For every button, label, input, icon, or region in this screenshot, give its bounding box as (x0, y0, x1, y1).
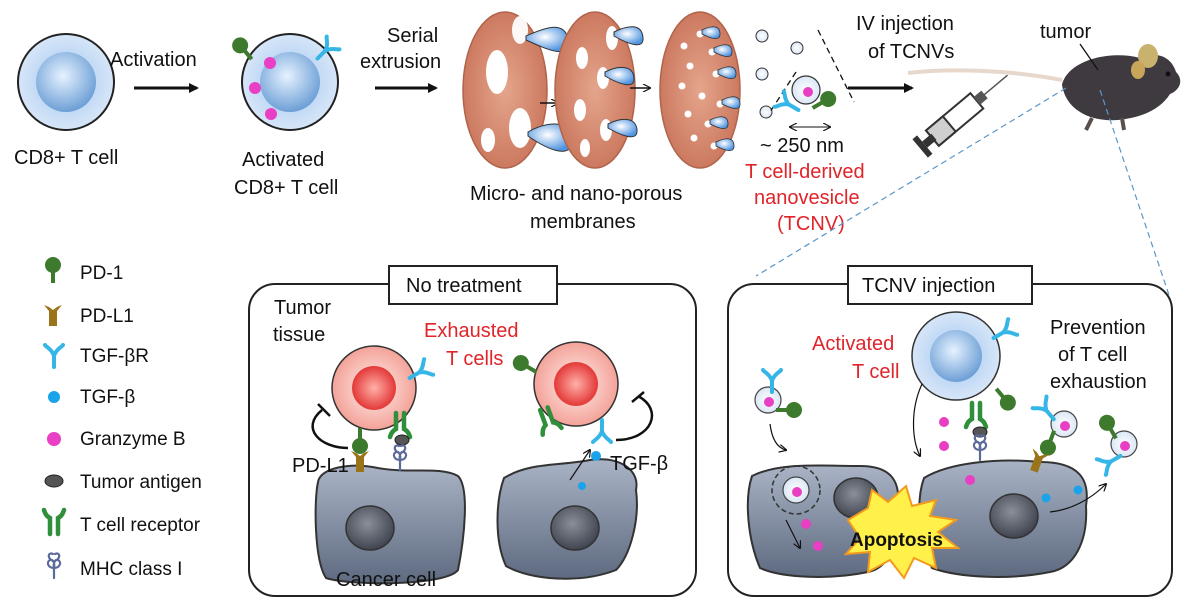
legend-item-label: T cell receptor (80, 515, 201, 536)
tumor-tissue-label-1: Tumor (274, 297, 331, 319)
exhausted-label-1: Exhausted (424, 320, 519, 342)
iv-label-1: IV injection (856, 13, 954, 35)
legend-item-label: PD-1 (80, 263, 123, 284)
tumor-label: tumor (1040, 21, 1091, 43)
legend-item-label: PD-L1 (80, 306, 134, 327)
membranes-label-1: Micro- and nano-porous (470, 183, 682, 205)
legend-item-label: MHC class I (80, 559, 182, 580)
tcnv-injection-title: TCNV injection (862, 275, 995, 297)
cd8-t-cell-label: CD8+ T cell (14, 147, 118, 169)
pdl1-label: PD-L1 (292, 455, 349, 477)
no-treatment-title: No treatment (406, 275, 522, 297)
tcnv-vesicles (755, 29, 855, 127)
activated-t-cell (228, 33, 340, 131)
prevention-label-3: exhaustion (1050, 371, 1147, 393)
serial-label-1: Serial (387, 25, 438, 47)
activated-label-2: T cell (852, 361, 899, 383)
activation-label: Activation (110, 49, 197, 71)
syringe-icon (912, 74, 1008, 158)
prevention-label-2: of T cell (1058, 344, 1127, 366)
tcnv-injection-panel: TCNV injection Activated T cell Preventi… (727, 265, 1173, 597)
mouse-icon (907, 44, 1181, 131)
tcnv-label-1: T cell-derived (745, 161, 865, 183)
tgfb-icon (48, 391, 60, 403)
zoom-line-left (755, 87, 1067, 277)
zoom-line-right (1099, 89, 1171, 299)
tcr-icon (44, 510, 64, 534)
exhausted-label-2: T cells (446, 348, 503, 370)
apoptosis-label: Apoptosis (850, 530, 943, 551)
prevention-label-1: Prevention (1050, 317, 1146, 339)
legend-item-label: Granzyme B (80, 429, 186, 450)
antigen-icon (44, 474, 64, 488)
mhc-icon (46, 552, 62, 580)
tcnv-label-3: (TCNV) (777, 213, 845, 235)
pd1-icon (45, 257, 61, 283)
porous-membranes (462, 11, 741, 169)
activated-label-1: Activated (812, 333, 894, 355)
legend-item-label: TGF-β (80, 387, 135, 408)
no-treatment-panel: No treatment Tumor tissue Exhausted T ce… (248, 265, 697, 597)
serial-label-2: extrusion (360, 51, 441, 73)
tgfb-label: TGF-β (610, 453, 668, 475)
activated-cell-label-2: CD8+ T cell (234, 177, 338, 199)
tgfbr-icon (43, 343, 65, 369)
granzyme-icon (47, 432, 61, 446)
tumor-tissue-label-2: tissue (273, 324, 325, 346)
iv-label-2: of TCNVs (868, 41, 954, 63)
activated-cell-label-1: Activated (242, 149, 324, 171)
pdl1-icon (44, 305, 62, 326)
legend-item-label: TGF-βR (80, 346, 149, 367)
tcnv-label-2: nanovesicle (754, 187, 860, 209)
cancer-cell-label: Cancer cell (336, 569, 436, 591)
cd8-t-cell (17, 33, 115, 131)
legend-item-label: Tumor antigen (80, 472, 202, 493)
membranes-label-2: membranes (530, 211, 636, 233)
size-label: ~ 250 nm (760, 135, 844, 157)
tumor-pointer (1079, 43, 1099, 71)
legend: PD-1 PD-L1 TGF-βR TGF-β Granzyme B Tumor… (44, 257, 202, 580)
